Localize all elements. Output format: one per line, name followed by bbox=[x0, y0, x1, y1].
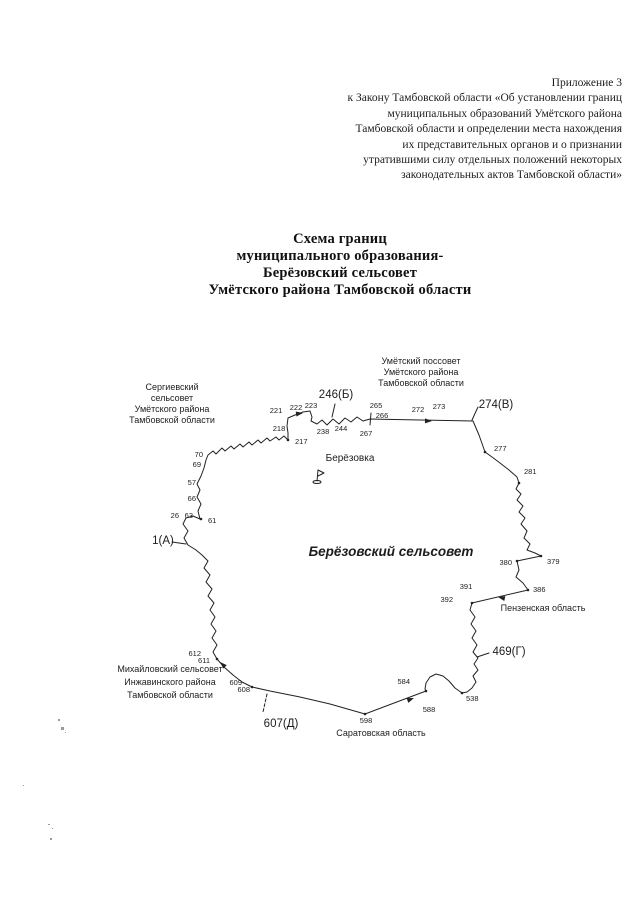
neighbor-label-northwest: Сергиевский сельсовет Умётского района Т… bbox=[129, 382, 215, 425]
settlement-label: Берёзовка bbox=[326, 453, 375, 464]
point-label-612: 612 bbox=[188, 649, 201, 658]
vertex-dot bbox=[424, 689, 428, 693]
anchor-label-469g: 469(Г) bbox=[492, 646, 525, 658]
region-label-line: Умётский поссовет bbox=[381, 356, 460, 366]
point-label-70: 70 bbox=[195, 450, 203, 459]
point-label-391: 391 bbox=[460, 582, 473, 591]
region-label-line: сельсовет bbox=[151, 393, 193, 403]
point-label-218: 218 bbox=[273, 424, 286, 433]
point-label-266: 266 bbox=[376, 411, 389, 420]
pointer-246b bbox=[331, 403, 336, 418]
arrow-icon bbox=[424, 418, 432, 424]
neighbor-label-south: Саратовская область bbox=[336, 728, 426, 738]
point-label-380: 380 bbox=[499, 558, 512, 567]
point-label-584: 584 bbox=[397, 677, 410, 686]
arrow-icon bbox=[406, 698, 414, 703]
point-label-66: 66 bbox=[188, 494, 196, 503]
title-line: Берёзовский сельсовет bbox=[262, 265, 418, 281]
header-line: муниципальных образований Умётского райо… bbox=[387, 107, 622, 120]
region-label-line: Сергиевский bbox=[146, 382, 199, 392]
point-label-273: 273 bbox=[433, 402, 446, 411]
header-line: утратившими силу отдельных положений нек… bbox=[363, 154, 622, 167]
region-label-line: Тамбовской области bbox=[378, 378, 464, 388]
pointer-274v bbox=[471, 406, 479, 421]
appendix-header: Приложение 3 к Закону Тамбовской области… bbox=[120, 76, 622, 184]
region-label-line: Умётского района bbox=[384, 367, 459, 377]
point-label-265: 265 bbox=[370, 401, 383, 410]
point-label-588: 588 bbox=[423, 705, 436, 714]
region-label-line: Умётского района bbox=[135, 404, 210, 414]
vertex-dot bbox=[539, 554, 543, 558]
point-label-386: 386 bbox=[533, 585, 546, 594]
territory-label: Берёзовский сельсовет bbox=[309, 544, 474, 559]
point-label-221: 221 bbox=[270, 406, 283, 415]
header-line: Приложение 3 bbox=[551, 77, 622, 89]
point-label-281: 281 bbox=[524, 467, 537, 476]
vertex-dot bbox=[526, 588, 530, 592]
region-label-line: Тамбовской области bbox=[127, 690, 213, 700]
region-label-line: Тамбовской области bbox=[129, 415, 215, 425]
vertex-dots bbox=[199, 438, 543, 716]
point-label-61: 61 bbox=[208, 516, 216, 525]
boundary-path bbox=[182, 410, 542, 715]
pointer-607d bbox=[262, 693, 268, 713]
settlement-flag-icon bbox=[312, 469, 325, 484]
anchor-label-607d: 607(Д) bbox=[264, 718, 299, 730]
arrow-icon bbox=[295, 411, 303, 417]
vertex-dot bbox=[286, 438, 290, 442]
anchor-label-274v: 274(В) bbox=[479, 399, 514, 411]
point-label-379: 379 bbox=[547, 557, 560, 566]
point-label-598: 598 bbox=[360, 716, 373, 725]
vertex-dot bbox=[199, 517, 203, 521]
vertex-dot bbox=[215, 657, 219, 661]
title-line: муниципального образования- bbox=[236, 248, 444, 264]
vertex-dot bbox=[250, 685, 254, 689]
arrow-icon bbox=[498, 596, 506, 602]
anchor-label-1a: 1(А) bbox=[152, 535, 174, 547]
vertex-dot bbox=[515, 559, 519, 563]
point-label-277: 277 bbox=[494, 444, 507, 453]
point-label-608: 608 bbox=[237, 685, 250, 694]
point-label-244: 244 bbox=[335, 424, 348, 433]
header-line: законодательных актов Тамбовской области… bbox=[401, 169, 622, 182]
vertex-dot bbox=[363, 712, 367, 716]
region-label-line: Михайловский сельсовет bbox=[117, 664, 222, 674]
pointer-1a bbox=[171, 541, 187, 545]
neighbor-label-north: Умётский поссовет Умётского района Тамбо… bbox=[378, 356, 464, 388]
point-label-392: 392 bbox=[440, 595, 453, 604]
vertex-dot bbox=[483, 450, 487, 454]
point-label-63: 63 bbox=[185, 511, 193, 520]
title-line: Умётского района Тамбовской области bbox=[208, 282, 472, 298]
point-label-611: 611 bbox=[198, 656, 210, 665]
point-number-labels: 70 69 57 66 26 63 61 221 222 223 218 217… bbox=[171, 401, 560, 725]
point-label-217: 217 bbox=[295, 437, 308, 446]
point-label-222: 222 bbox=[290, 403, 303, 412]
point-label-272: 272 bbox=[412, 405, 425, 414]
point-label-57: 57 bbox=[188, 478, 196, 487]
vertex-dot bbox=[517, 481, 521, 485]
tick-265 bbox=[369, 412, 372, 426]
header-line: к Закону Тамбовской области «Об установл… bbox=[347, 92, 622, 105]
neighbor-label-east: Пензенская область bbox=[501, 603, 586, 613]
vertex-dot bbox=[460, 691, 464, 695]
page-title: Схема границ муниципального образования-… bbox=[20, 231, 640, 299]
header-line: их представительных органов и о признани… bbox=[402, 138, 622, 151]
point-label-538: 538 bbox=[466, 694, 479, 703]
point-label-267: 267 bbox=[360, 429, 373, 438]
vertex-dot bbox=[470, 601, 474, 605]
arrow-icon bbox=[220, 662, 227, 669]
neighbor-label-southwest: Михайловский сельсовет Инжавинского райо… bbox=[117, 664, 222, 700]
point-label-223: 223 bbox=[305, 401, 318, 410]
anchor-label-246b: 246(Б) bbox=[319, 389, 354, 401]
point-label-609: 609 bbox=[229, 678, 242, 687]
point-label-69: 69 bbox=[193, 460, 201, 469]
scan-noise bbox=[23, 719, 66, 840]
header-line: Тамбовской области и определении места н… bbox=[355, 123, 622, 136]
pointer-469g bbox=[476, 652, 490, 658]
title-line: Схема границ bbox=[293, 231, 387, 247]
point-label-26: 26 bbox=[171, 511, 179, 520]
point-label-238: 238 bbox=[317, 427, 330, 436]
region-label-line: Инжавинского района bbox=[124, 677, 215, 687]
